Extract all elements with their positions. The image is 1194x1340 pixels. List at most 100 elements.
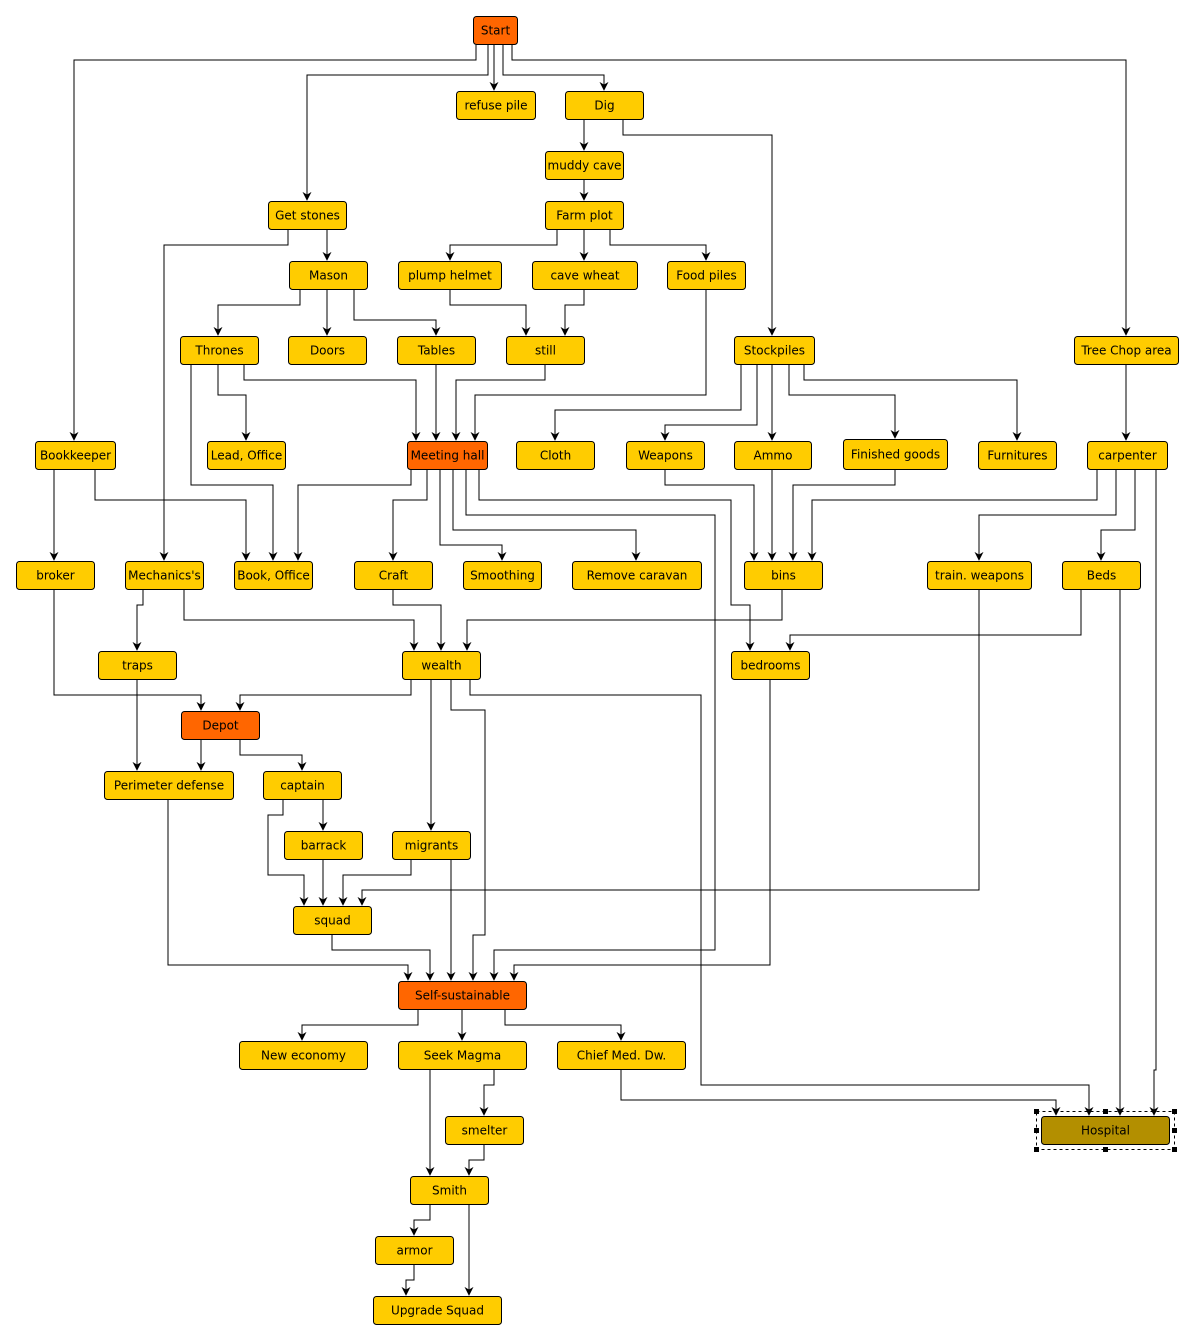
node-bookkeeper[interactable]: Bookkeeper [35, 441, 116, 470]
edge-carpenter-to-bins[interactable] [807, 470, 1098, 561]
node-farm[interactable]: Farm plot [545, 201, 624, 230]
resize-handle-sw[interactable] [1034, 1147, 1039, 1152]
node-box-farm[interactable] [545, 201, 624, 230]
node-box-migrants[interactable] [392, 831, 471, 860]
edge-thrones-to-leadoffice[interactable] [217, 365, 251, 441]
node-box-muddy[interactable] [545, 151, 624, 180]
edge-stockpiles-to-weapons[interactable] [660, 365, 758, 441]
edge-chiefmed-to-hospital[interactable] [620, 1070, 1061, 1116]
edge-start-to-bookkeeper[interactable] [69, 45, 477, 441]
edge-stockpiles-to-furnitures[interactable] [803, 365, 1022, 441]
edge-still-to-meeting[interactable] [451, 365, 546, 441]
edge-stockpiles-to-cloth[interactable] [550, 365, 742, 441]
edge-start-to-getstones[interactable] [302, 45, 489, 201]
node-still[interactable]: still [506, 336, 585, 365]
node-box-dig[interactable] [565, 91, 644, 120]
edge-thrones-to-bookoffice[interactable] [190, 365, 278, 561]
node-box-ammo[interactable] [734, 441, 812, 470]
node-plump[interactable]: plump helmet [398, 261, 502, 290]
edge-captain-to-squad[interactable] [267, 800, 309, 906]
node-box-tables[interactable] [397, 336, 476, 365]
node-box-bookkeeper[interactable] [35, 441, 116, 470]
edge-finished-to-bins[interactable] [788, 470, 896, 561]
node-box-carpenter[interactable] [1087, 441, 1168, 470]
node-broker[interactable]: broker [16, 561, 95, 590]
resize-handle-ne[interactable] [1172, 1109, 1177, 1114]
node-box-broker[interactable] [16, 561, 95, 590]
node-box-beds[interactable] [1062, 561, 1141, 590]
node-box-smoothing[interactable] [463, 561, 542, 590]
node-cloth[interactable]: Cloth [516, 441, 595, 470]
node-box-refuse[interactable] [456, 91, 536, 120]
node-box-cloth[interactable] [516, 441, 595, 470]
edge-migrants-to-squad[interactable] [338, 860, 412, 906]
node-dig[interactable]: Dig [565, 91, 644, 120]
node-trainweapons[interactable]: train. weapons [927, 561, 1032, 590]
node-seekmagma[interactable]: Seek Magma [398, 1041, 527, 1070]
node-traps[interactable]: traps [98, 651, 177, 680]
node-armor[interactable]: armor [375, 1236, 454, 1265]
node-caravan[interactable]: Remove caravan [572, 561, 702, 590]
node-bookoffice[interactable]: Book, Office [234, 561, 313, 590]
node-box-smith[interactable] [410, 1176, 489, 1205]
node-neweconomy[interactable]: New economy [239, 1041, 368, 1070]
node-box-neweconomy[interactable] [239, 1041, 368, 1070]
edge-mechanics-to-wealth[interactable] [183, 590, 419, 651]
node-box-treechop[interactable] [1074, 336, 1179, 365]
node-box-mechanics[interactable] [125, 561, 204, 590]
node-box-smelter[interactable] [445, 1116, 524, 1145]
edge-start-to-dig[interactable] [502, 45, 609, 91]
node-box-caravan[interactable] [572, 561, 702, 590]
node-box-meeting[interactable] [407, 441, 488, 470]
node-box-selfsus[interactable] [398, 981, 527, 1010]
resize-handle-n[interactable] [1103, 1109, 1108, 1114]
edge-mason-to-thrones[interactable] [213, 290, 301, 336]
edge-wheat-to-still[interactable] [560, 290, 585, 336]
edge-foodpiles-to-meeting[interactable] [470, 290, 707, 441]
node-finished[interactable]: Finished goods [843, 439, 948, 470]
node-captain[interactable]: captain [263, 771, 342, 800]
resize-handle-se[interactable] [1172, 1147, 1177, 1152]
node-doors[interactable]: Doors [288, 336, 367, 365]
node-box-traps[interactable] [98, 651, 177, 680]
node-wealth[interactable]: wealth [402, 651, 481, 680]
edge-bedrooms-to-selfsus[interactable] [509, 680, 771, 981]
node-thrones[interactable]: Thrones [180, 336, 259, 365]
node-barrack[interactable]: barrack [284, 831, 363, 860]
node-selfsus[interactable]: Self-sustainable [398, 981, 527, 1010]
node-box-thrones[interactable] [180, 336, 259, 365]
node-furnitures[interactable]: Furnitures [978, 441, 1057, 470]
edge-stockpiles-to-finished[interactable] [788, 365, 900, 439]
resize-handle-w[interactable] [1034, 1128, 1039, 1133]
node-box-furnitures[interactable] [978, 441, 1057, 470]
edge-dig-to-stockpiles[interactable] [622, 120, 777, 336]
node-box-perimeter[interactable] [104, 771, 234, 800]
edge-wealth-to-selfsus[interactable] [450, 680, 486, 981]
edge-carpenter-to-hospital[interactable] [1149, 470, 1159, 1116]
edge-meeting-to-craft[interactable] [388, 470, 428, 561]
edge-smith-to-armor[interactable] [409, 1205, 431, 1236]
node-hospital[interactable]: Hospital [1041, 1116, 1170, 1145]
resize-handle-s[interactable] [1103, 1147, 1108, 1152]
node-bedrooms[interactable]: bedrooms [731, 651, 810, 680]
node-box-trainweapons[interactable] [927, 561, 1032, 590]
node-tables[interactable]: Tables [397, 336, 476, 365]
node-box-squad[interactable] [293, 906, 372, 935]
node-box-doors[interactable] [288, 336, 367, 365]
edge-squad-to-selfsus[interactable] [331, 935, 435, 981]
node-box-weapons[interactable] [626, 441, 705, 470]
edge-wealth-to-depot[interactable] [235, 680, 412, 711]
node-treechop[interactable]: Tree Chop area [1074, 336, 1179, 365]
node-box-craft[interactable] [354, 561, 433, 590]
node-box-start[interactable] [473, 16, 518, 45]
node-box-mason[interactable] [289, 261, 368, 290]
node-box-stockpiles[interactable] [734, 336, 815, 365]
edge-getstones-to-mechanics[interactable] [159, 230, 289, 561]
edge-beds-to-bedrooms[interactable] [785, 590, 1082, 651]
edge-carpenter-to-beds[interactable] [1096, 470, 1136, 561]
node-box-foodpiles[interactable] [667, 261, 746, 290]
node-box-finished[interactable] [843, 439, 948, 470]
node-craft[interactable]: Craft [354, 561, 433, 590]
edge-farm-to-foodpiles[interactable] [609, 230, 711, 261]
